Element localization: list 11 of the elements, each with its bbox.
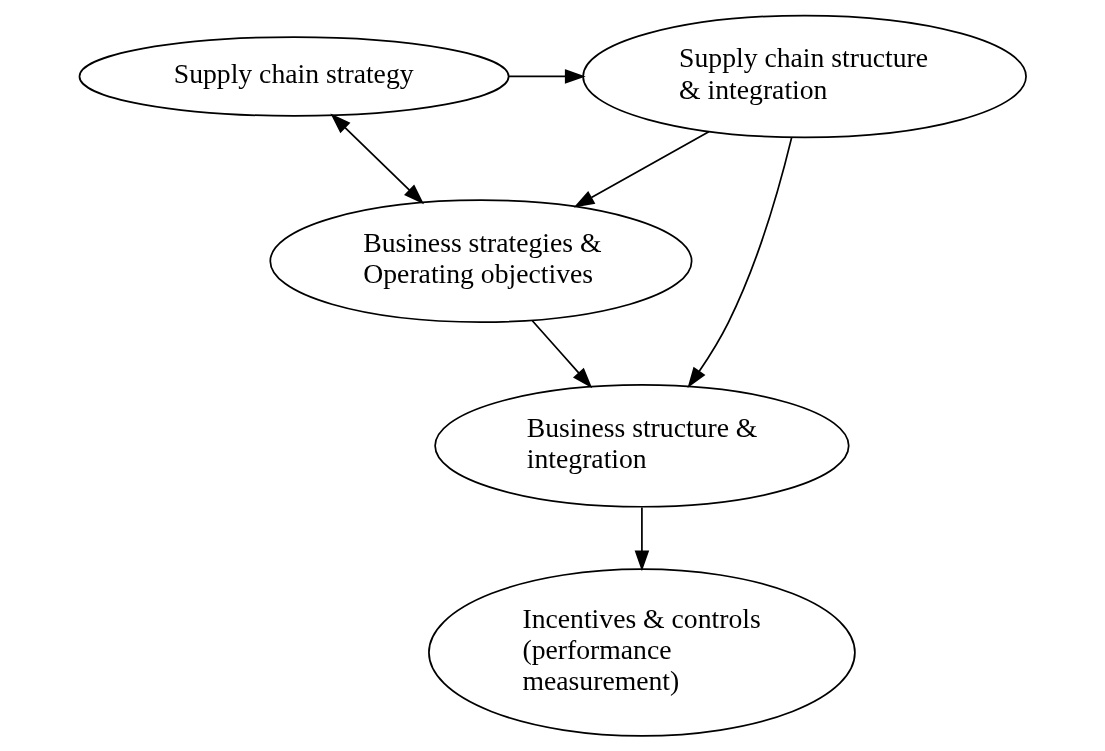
arrow	[531, 319, 592, 389]
arrow	[573, 130, 710, 208]
arrow	[507, 69, 586, 84]
node-ellipse: Supply chain structure & integration	[581, 14, 1027, 139]
arrow	[687, 137, 792, 388]
node-ellipse: Business strategies & Operating objectives	[268, 199, 692, 323]
arrow	[329, 113, 424, 205]
arrow	[634, 506, 649, 572]
node-ellipse: Supply chain strategy	[78, 36, 509, 117]
node-ellipse: Business structure & integration	[433, 384, 850, 508]
node-ellipse: Incentives & controls (performance measurement)	[427, 568, 856, 737]
